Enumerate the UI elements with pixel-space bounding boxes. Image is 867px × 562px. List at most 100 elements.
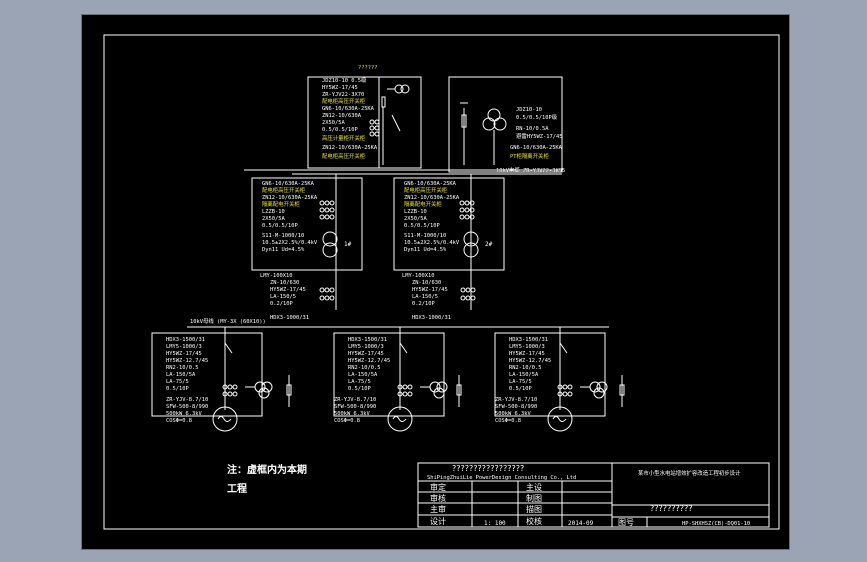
panel-text-line: LA-150/5A [348, 372, 378, 378]
scale-value: 1: 100 [484, 520, 506, 527]
panel-text-line: HY5WZ-17/45 [166, 351, 202, 357]
panel-text-line: HDX3-1000/31 [270, 315, 309, 321]
panel-text-line: 配电柜高压开关柜 [262, 186, 306, 194]
panel-text-line: JDZ10-10 0.5级 [322, 76, 367, 84]
feeder-1-labels: LMY-100X10 ZN-10/630 HY5WZ-17/45 LA-150/… [260, 273, 335, 321]
panel-text-line: ZN12-10/630A [322, 113, 362, 119]
panel-text-line: RN2-10/0.5 [509, 365, 541, 371]
tb-label: 校核 [526, 516, 542, 526]
panel-text-line: S11-M-1000/10 [262, 233, 304, 239]
panel-text-line: LA-75/5 [348, 379, 371, 385]
panel-text-line: RN2-10/0.5 [348, 365, 380, 371]
panel-text-line: LZZB-10 [262, 209, 285, 215]
panel-text-line: 0.5/0.5/10P [262, 223, 298, 229]
panel-text-line: S11-M-1000/10 [404, 233, 446, 239]
panel-text-line: LA-150/5A [166, 372, 196, 378]
panel-text-line: HDX3-1500/31 [509, 337, 548, 343]
tb-label: 审定 [430, 482, 446, 492]
panel-text-line: Dyn11 Ud=4.5% [404, 247, 447, 253]
panel-text-line: LA-150/5A [509, 372, 539, 378]
panel-text-line: GN6-10/630A-25KA [510, 145, 563, 151]
panel-text-line: ZN12-10/630A-25KA [322, 145, 378, 151]
panel-text-line: HY5WZ-17/45 [270, 287, 306, 293]
panel-text-line: COSΦ=0.8 [166, 418, 192, 424]
panel-text-line: HY5WZ-17/45 [412, 287, 448, 293]
panel-text-line: LZZB-10 [404, 209, 427, 215]
panel-text-line: RN-10/0.5A [516, 126, 549, 132]
panel-text-line: 500kW 6.3kV [334, 411, 370, 417]
panel-text-line: 隔离配电开关柜 [262, 200, 300, 208]
panel-text-line: LMY5-1000/3 [509, 344, 545, 350]
panel-text-line: 2X50/5A [322, 120, 345, 126]
generator-unit-1: HDX3-1500/31 LMY5-1000/3 HY5WZ-17/45 HY5… [151, 327, 292, 432]
panel-text-line: JDZ10-10 [516, 107, 542, 113]
panel-text-line: GN6-10/630A-25KA [322, 106, 375, 112]
top-label: ?????? [358, 65, 377, 71]
panel-text-line: HY5WZ-12.7/45 [509, 358, 551, 364]
tb-label: 主设 [526, 482, 542, 492]
panel-text-line: HY5WZ-12.7/45 [166, 358, 208, 364]
drawing-sheet: ?????? JDZ10-10 0.5级 HY5WZ-17/45 ZR-YJV2… [81, 14, 790, 550]
panel-text-line: 0.5/0.5/10P级 [516, 113, 558, 121]
panel-text-line: 高压计量柜开关柜 [322, 134, 366, 142]
panel-text-line: LMY5-1000/3 [348, 344, 384, 350]
tb-label: 审核 [430, 493, 446, 503]
panel-text-line: ZN12-10/630A-25KA [404, 195, 460, 201]
panel-text-line: SFW-500-8/990 [495, 404, 537, 410]
single-line-diagram: ?????? JDZ10-10 0.5级 HY5WZ-17/45 ZR-YJV2… [103, 34, 780, 530]
title-block: ????????????????? ShiPingZhuiLie PowerDe… [417, 462, 770, 528]
panel-text-line: HY5WZ-17/45 [509, 351, 545, 357]
panel-text-line: 500kW 6.3kV [495, 411, 531, 417]
panel-text-line: 0.2/10P [412, 301, 435, 307]
date-value: 2014-09 [568, 520, 594, 527]
panel-text-line: HY5WZ-17/45 [348, 351, 384, 357]
panel-text-line: ZN-10/630 [412, 280, 441, 286]
panel-text-line: 隔离配电开关柜 [404, 200, 442, 208]
note-line-1: 注：虚框内为本期 [227, 463, 307, 476]
transformer-mark-1: 1# [344, 241, 352, 248]
panel-text-line: 0.2/10P [270, 301, 293, 307]
pt-panel: JDZ10-10 0.5/0.5/10P级 RN-10/0.5A 避雷HY5WZ… [448, 76, 563, 173]
panel-text-line: 0.5/0.5/10P [322, 127, 358, 133]
project-name: 某市小型水电站增效扩容改造工程初步设计 [638, 469, 741, 477]
panel-text-line: COSΦ=0.8 [495, 418, 521, 424]
panel-text-line: HY5WZ-12.7/45 [348, 358, 390, 364]
panel-text-line: ZN12-10/630A-25KA [262, 195, 318, 201]
panel-text-line: COSΦ=0.8 [334, 418, 360, 424]
panel-text-line: 配电柜高压开关柜 [322, 152, 366, 160]
panel-text-line: HDX3-1500/31 [166, 337, 205, 343]
panel-text-line: 0.5/10P [509, 386, 532, 392]
panel-text-line: 配电柜高压开关柜 [322, 97, 366, 105]
tb-label: 描图 [526, 504, 542, 514]
drawing-no-value: HP-SHXHSZ(CB)-DQ01-10 [682, 521, 750, 527]
transformer-panel-2: GN6-10/630A-25KA 配电柜高压开关柜 ZN12-10/630A-2… [393, 174, 505, 310]
panel-text-line: ZR-YJV-8.7/10 [166, 397, 208, 403]
panel-text-line: 0.5/10P [166, 386, 189, 392]
incoming-metering-panel: JDZ10-10 0.5级 HY5WZ-17/45 ZR-YJV22-3X70 … [307, 76, 422, 169]
panel-text-line: 0.5/10P [348, 386, 371, 392]
feeder-2-labels: LMY-100X10 ZN-10/630 HY5WZ-17/45 LA-150/… [402, 273, 476, 321]
inner-frame [103, 34, 780, 530]
panel-text-line: 配电柜高压开关柜 [404, 186, 448, 194]
drawing-title: ?????????? [650, 504, 692, 513]
note-line-2: 工程 [227, 482, 247, 495]
panel-text-line: LA-75/5 [509, 379, 532, 385]
panel-text-line: LMY-100X10 [402, 273, 434, 279]
panel-text-line: LMY5-1000/3 [166, 344, 202, 350]
panel-text-line: 避雷HY5WZ-17/45 [516, 132, 562, 140]
panel-text-line: 500kW 6.3kV [166, 411, 202, 417]
panel-text-line: 2X50/5A [404, 216, 427, 222]
hv-bus-label: 10kV电缆 ZR-YJV22-3X95 [496, 166, 565, 174]
tb-label: 制图 [526, 493, 542, 503]
company-name: ????????????????? [452, 464, 524, 473]
panel-text-line: ZR-YJV-8.7/10 [495, 397, 537, 403]
panel-text-line: SFW-500-8/990 [166, 404, 208, 410]
transformer-mark-2: 2# [485, 241, 493, 248]
panel-text-line: ZR-YJV22-3X70 [322, 92, 364, 98]
panel-text-line: GN6-10/630A-25KA [404, 181, 457, 187]
panel-text-line: 2X50/5A [262, 216, 285, 222]
panel-text-line: GN6-10/630A-25KA [262, 181, 315, 187]
panel-text-line: HDX3-1000/31 [412, 315, 451, 321]
tb-label: 设计 [430, 516, 446, 526]
panel-text-line: 10.5±2X2.5%/0.4kV [262, 240, 318, 246]
